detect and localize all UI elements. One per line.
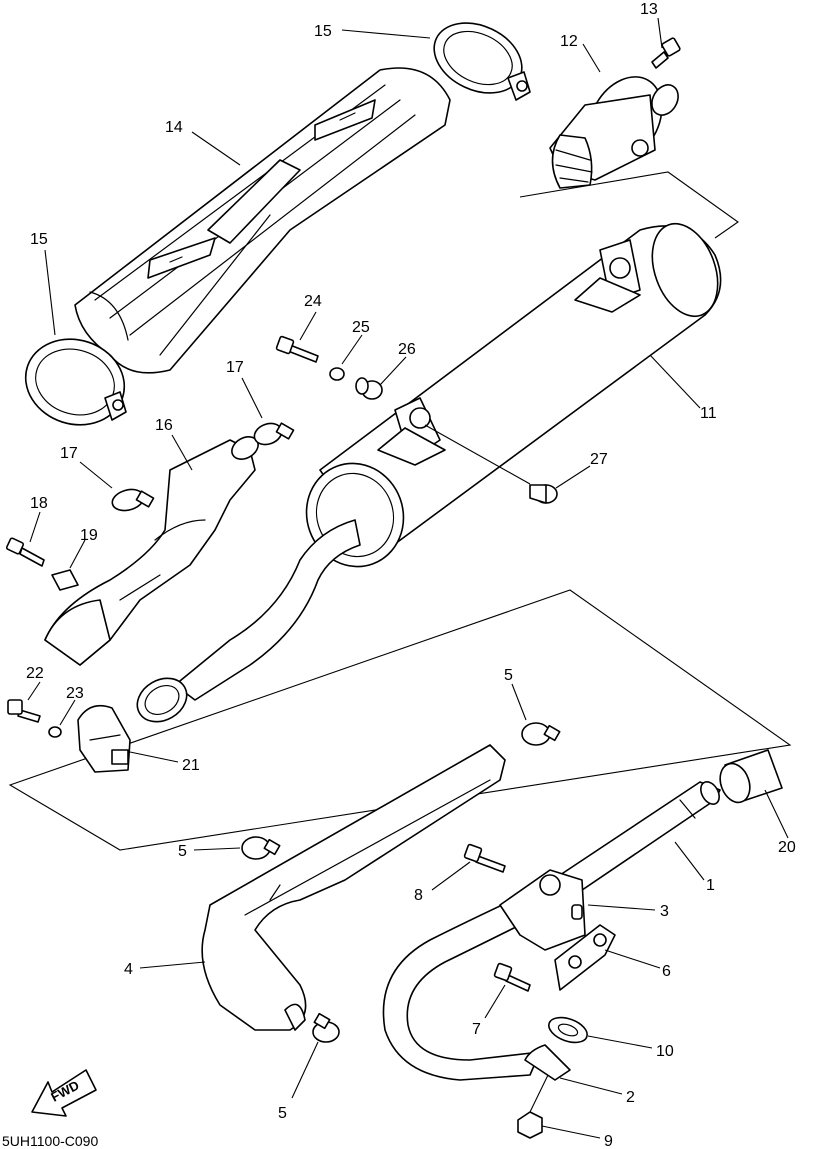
part-8-bolt bbox=[463, 843, 506, 873]
part-6-plate bbox=[554, 924, 616, 991]
diagram-code: 5UH1100-C090 bbox=[2, 1133, 98, 1149]
fwd-arrow-icon: FWD bbox=[31, 1069, 97, 1117]
part-3-bracket bbox=[571, 904, 583, 920]
callout-7: 7 bbox=[472, 1021, 481, 1038]
leader-lines bbox=[27, 17, 789, 1139]
part-21-joint bbox=[77, 704, 131, 773]
callout-4: 4 bbox=[124, 961, 133, 978]
callout-8: 8 bbox=[414, 887, 423, 904]
part-12-tail-pipe bbox=[549, 76, 679, 189]
part-17-upper-clamp bbox=[253, 422, 295, 446]
callout-11: 11 bbox=[700, 405, 717, 422]
part-17-lower-clamp bbox=[111, 488, 155, 512]
callout-26: 26 bbox=[398, 341, 416, 358]
part-4-protector bbox=[201, 744, 506, 1031]
callout-15-lower: 15 bbox=[30, 231, 48, 248]
callout-6: 6 bbox=[662, 963, 671, 980]
callout-10: 10 bbox=[656, 1043, 674, 1060]
callout-2: 2 bbox=[626, 1089, 635, 1106]
part-15-upper-clamp bbox=[433, 22, 531, 101]
part-24-bolt bbox=[275, 335, 319, 363]
part-18-bolt bbox=[5, 537, 45, 567]
callout-17-lower: 17 bbox=[60, 445, 78, 462]
callout-3: 3 bbox=[660, 903, 669, 920]
callout-1: 1 bbox=[706, 877, 715, 894]
part-13-bolt bbox=[651, 37, 681, 69]
callout-15-upper: 15 bbox=[314, 23, 332, 40]
callout-23: 23 bbox=[66, 685, 84, 702]
callout-17-upper: 17 bbox=[226, 359, 244, 376]
part-16-inlet-pipe bbox=[44, 436, 259, 666]
callout-16: 16 bbox=[155, 417, 173, 434]
callout-25: 25 bbox=[352, 319, 370, 336]
part-5-lower-clamp bbox=[312, 1012, 340, 1043]
part-10-gasket bbox=[548, 1016, 588, 1044]
callout-9: 9 bbox=[604, 1133, 613, 1149]
part-27-collar bbox=[529, 484, 558, 504]
muffler-group-outline bbox=[8, 589, 792, 851]
callout-5-upper: 5 bbox=[504, 667, 513, 684]
part-1-exhaust-pipe bbox=[382, 781, 721, 1081]
callout-5-lower: 5 bbox=[278, 1105, 287, 1122]
part-22-bolt bbox=[7, 699, 41, 723]
callout-18: 18 bbox=[30, 495, 48, 512]
callout-22: 22 bbox=[26, 665, 44, 682]
callout-12: 12 bbox=[560, 33, 578, 50]
callout-5-middle: 5 bbox=[178, 843, 187, 860]
callout-27: 27 bbox=[590, 451, 608, 468]
callout-19: 19 bbox=[80, 527, 98, 544]
part-5-middle-clamp bbox=[241, 836, 281, 860]
part-15-lower-clamp bbox=[24, 338, 127, 426]
part-14-heat-shield bbox=[74, 67, 451, 374]
callout-21: 21 bbox=[182, 757, 200, 774]
part-26-grommet bbox=[355, 377, 383, 400]
part-7-bolt bbox=[493, 962, 531, 992]
part-23-washer bbox=[48, 726, 62, 738]
part-5-upper-clamp bbox=[521, 722, 561, 746]
callout-20: 20 bbox=[778, 839, 796, 856]
callout-14: 14 bbox=[165, 119, 183, 136]
tail-pipe-group-outline bbox=[519, 171, 739, 239]
callout-13: 13 bbox=[640, 1, 658, 18]
part-19-collar bbox=[51, 569, 79, 591]
part-20-sleeve bbox=[719, 749, 783, 804]
part-11-muffler bbox=[136, 222, 722, 723]
part-25-washer bbox=[329, 367, 345, 381]
callout-24: 24 bbox=[304, 293, 322, 310]
part-9-nut bbox=[517, 1111, 543, 1139]
